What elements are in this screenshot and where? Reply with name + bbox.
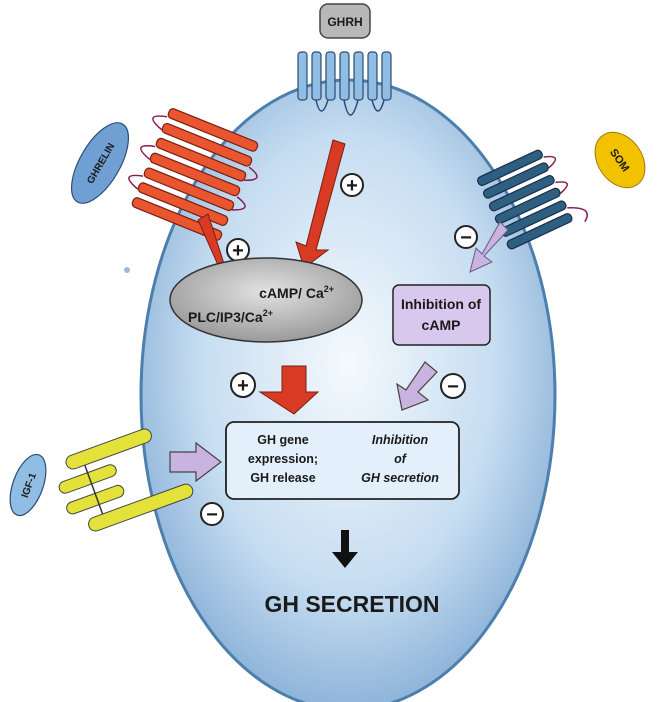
igf1-ligand: IGF-1 [9,453,47,517]
stimulatory-down-arrow [258,365,320,415]
second-messenger-ellipse: cAMP/ Ca2+ PLC/IP3/Ca2+ [169,257,363,343]
igf1-inhibitory-arrow [169,441,222,483]
plus-sign: + [340,173,364,197]
decorative-dot [124,267,130,273]
plus-sign: + [230,372,256,398]
svg-text:−: − [206,504,218,526]
svg-text:GH release: GH release [250,471,315,485]
svg-text:+: + [237,375,249,397]
svg-text:cAMP/ Ca2+: cAMP/ Ca2+ [259,284,334,301]
ghrh-stimulatory-arrow [295,139,346,269]
svg-text:of: of [394,452,408,466]
gh-effects-box: GH gene expression; GH release Inhibitio… [225,421,460,500]
svg-text:+: + [232,240,244,262]
igf1-receptor [58,428,194,532]
svg-text:PLC/IP3/Ca2+: PLC/IP3/Ca2+ [188,308,273,325]
secretion-down-arrow [332,530,358,568]
inhibitory-down-arrow [396,361,438,411]
svg-text:GHRH: GHRH [327,15,362,29]
ghrh-receptor [297,51,392,116]
minus-sign: − [454,225,478,249]
inhibition-camp-box: Inhibition of cAMP [392,284,491,346]
svg-text:GH gene: GH gene [257,433,308,447]
svg-text:GH secretion: GH secretion [361,471,439,485]
ghrh-ligand: GHRH [319,3,371,39]
svg-text:+: + [346,175,358,197]
som-ligand: SOM [594,131,646,189]
svg-text:expression;: expression; [248,452,318,466]
svg-text:Inhibition of: Inhibition of [401,296,481,312]
ghrelin-ligand: GHRELIN [71,122,129,204]
svg-text:cAMP: cAMP [422,317,461,333]
gh-secretion-label: GH SECRETION [264,591,439,617]
svg-text:−: − [447,376,459,398]
svg-text:−: − [460,227,472,249]
som-inhibitory-arrow [469,221,509,273]
minus-sign: − [200,502,224,526]
ghrelin-receptor [128,108,259,241]
minus-sign: − [440,373,466,399]
som-receptor [477,149,588,250]
svg-text:Inhibition: Inhibition [372,433,429,447]
